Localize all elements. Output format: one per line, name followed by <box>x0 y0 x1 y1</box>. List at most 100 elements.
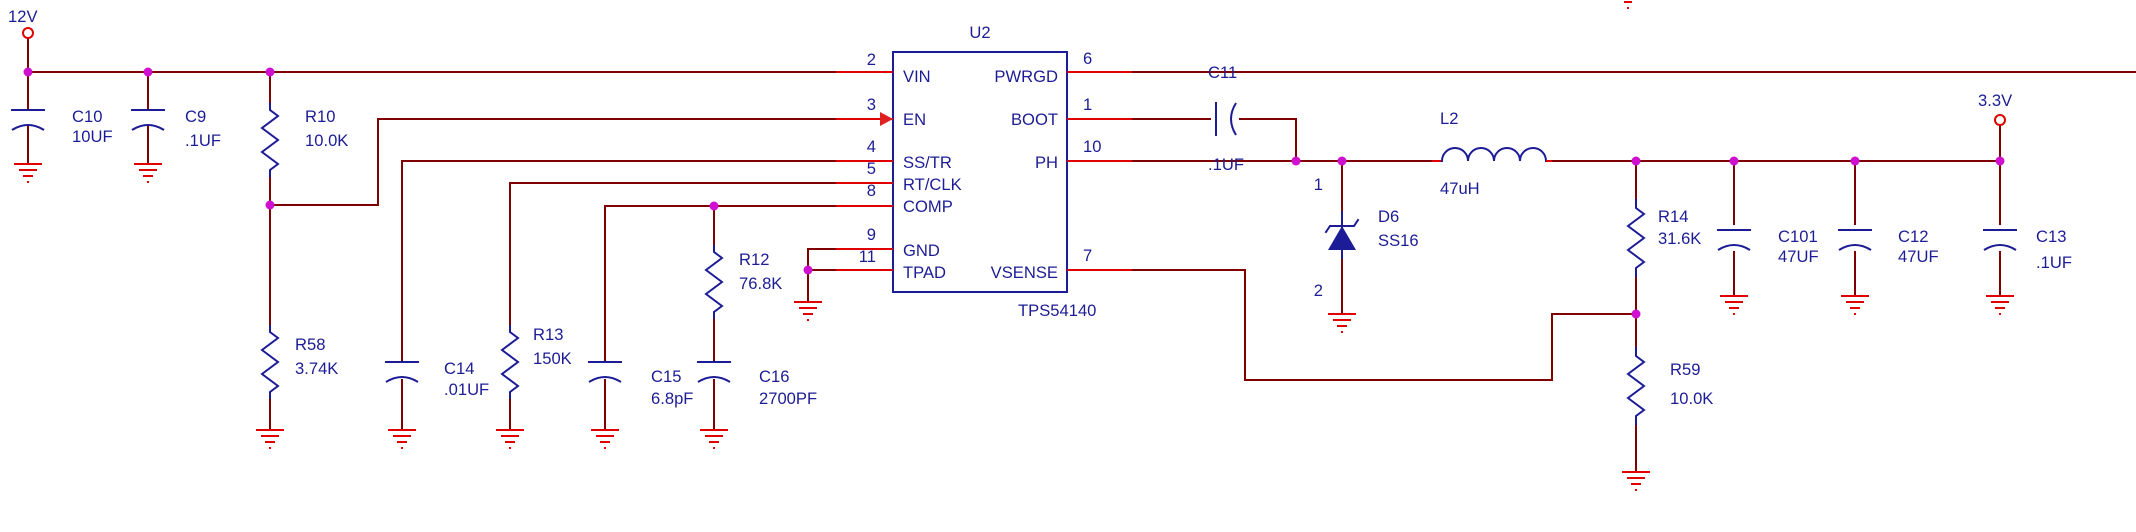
c16-value: 2700PF <box>759 389 817 408</box>
ground-symbols <box>14 1 2014 491</box>
pin-num-vin: 2 <box>867 50 876 69</box>
d6-ref: D6 <box>1378 207 1399 226</box>
en-pin-arrow <box>880 112 893 126</box>
c12-ref: C12 <box>1898 227 1928 246</box>
pin-num-comp: 8 <box>867 181 876 200</box>
c13-value: .1UF <box>2036 253 2072 272</box>
pin-name-comp: COMP <box>903 197 953 216</box>
capacitor-c10: C10 10UF <box>11 107 113 146</box>
pin-num-gnd: 9 <box>867 225 876 244</box>
l2-value: 47uH <box>1440 179 1480 198</box>
pin-name-sstr: SS/TR <box>903 153 952 172</box>
c101-value: 47UF <box>1778 247 1819 266</box>
capacitor-c14: C14 .01UF <box>385 359 489 399</box>
pin-num-vsense: 7 <box>1083 246 1092 265</box>
pin-num-boot: 1 <box>1083 95 1092 114</box>
c14-ref: C14 <box>444 359 474 378</box>
capacitor-c101: C101 47UF <box>1717 227 1819 266</box>
c15-value: 6.8pF <box>651 389 693 408</box>
capacitor-c16: C16 2700PF <box>697 361 817 408</box>
d6-cathode-pin: 1 <box>1314 175 1323 194</box>
r58-value: 3.74K <box>295 359 338 378</box>
d6-anode-pin: 2 <box>1314 281 1323 300</box>
c9-ref: C9 <box>185 107 206 126</box>
pin-num-rtclk: 5 <box>867 159 876 178</box>
pin-num-sstr: 4 <box>867 137 876 156</box>
c15-ref: C15 <box>651 367 681 386</box>
ground-c15 <box>591 429 619 449</box>
wires <box>27 37 2136 473</box>
c13-ref: C13 <box>2036 227 2066 246</box>
junction-dots <box>23 67 2005 319</box>
c9-value: .1UF <box>185 131 221 150</box>
c10-value: 10UF <box>72 127 113 146</box>
capacitor-c12: C12 47UF <box>1838 227 1939 266</box>
c16-ref: C16 <box>759 367 789 386</box>
pin-name-rtclk: RT/CLK <box>903 175 962 194</box>
ground-c10 <box>14 163 42 183</box>
resistor-r14: R14 31.6K <box>1626 199 1701 277</box>
r14-value: 31.6K <box>1658 229 1701 248</box>
c10-ref: C10 <box>72 107 102 126</box>
ground-top-right <box>1624 1 1632 9</box>
pin-name-tpad: TPAD <box>903 263 946 282</box>
resistor-r12: R12 76.8K <box>704 245 782 319</box>
ic-ref: U2 <box>969 23 990 42</box>
ground-c13 <box>1986 295 2014 315</box>
pin-name-vsense: VSENSE <box>991 263 1058 282</box>
r58-ref: R58 <box>295 335 325 354</box>
ic-u2: U2 TPS54140 2 3 4 5 8 9 11 VIN EN SS/TR … <box>836 23 1132 320</box>
pin-name-gnd: GND <box>903 241 940 260</box>
c101-ref: C101 <box>1778 227 1818 246</box>
pin-name-vin: VIN <box>903 67 931 86</box>
capacitor-c15: C15 6.8pF <box>588 361 693 408</box>
ground-c14 <box>388 429 416 449</box>
resistor-r10: R10 10.0K <box>260 103 348 177</box>
pin-name-en: EN <box>903 110 926 129</box>
ground-ic <box>794 301 822 321</box>
c11-value: .1UF <box>1208 155 1244 174</box>
capacitor-c9: C9 .1UF <box>131 107 221 150</box>
ground-d6 <box>1328 313 1356 333</box>
r13-ref: R13 <box>533 325 563 344</box>
ic-part: TPS54140 <box>1018 301 1096 320</box>
d6-value: SS16 <box>1378 231 1419 250</box>
ground-r59 <box>1622 471 1650 491</box>
c14-value: .01UF <box>444 380 489 399</box>
rail-3v3-label: 3.3V <box>1978 91 2012 110</box>
r13-value: 150K <box>533 349 572 368</box>
r10-value: 10.0K <box>305 131 348 150</box>
ground-c16 <box>700 429 728 449</box>
inductor-l2: L2 47uH <box>1432 109 1552 198</box>
resistor-r59: R59 10.0K <box>1626 347 1713 425</box>
ground-r58 <box>256 429 284 449</box>
pin-num-pwrgd: 6 <box>1083 49 1092 68</box>
c11-ref: C11 <box>1208 63 1237 82</box>
pin-num-ph: 10 <box>1083 137 1101 156</box>
ground-c9 <box>134 163 162 183</box>
r59-value: 10.0K <box>1670 389 1713 408</box>
pin-name-ph: PH <box>1035 153 1058 172</box>
r12-ref: R12 <box>739 250 769 269</box>
pin-name-pwrgd: PWRGD <box>994 67 1058 86</box>
ground-c12 <box>1841 295 1869 315</box>
c12-value: 47UF <box>1898 247 1939 266</box>
r12-value: 76.8K <box>739 274 782 293</box>
pin-name-boot: BOOT <box>1011 110 1058 129</box>
r14-ref: R14 <box>1658 207 1688 226</box>
resistor-r13: R13 150K <box>500 325 572 399</box>
diode-d6: 1 2 D6 SS16 <box>1314 175 1419 300</box>
r59-ref: R59 <box>1670 360 1700 379</box>
rail-12v-label: 12V <box>8 7 38 26</box>
ground-r13 <box>496 429 524 449</box>
ground-c101 <box>1720 295 1748 315</box>
resistor-r58: R58 3.74K <box>260 325 338 399</box>
power-flag-3v3: 3.3V <box>1978 91 2012 126</box>
power-flag-12v: 12V <box>8 7 38 39</box>
capacitor-c13: C13 .1UF <box>1983 227 2072 272</box>
l2-ref: L2 <box>1440 109 1458 128</box>
capacitor-c11: C11 .1UF <box>1208 63 1244 174</box>
pin-num-tpad: 11 <box>859 247 876 266</box>
pin-num-en: 3 <box>867 95 876 114</box>
